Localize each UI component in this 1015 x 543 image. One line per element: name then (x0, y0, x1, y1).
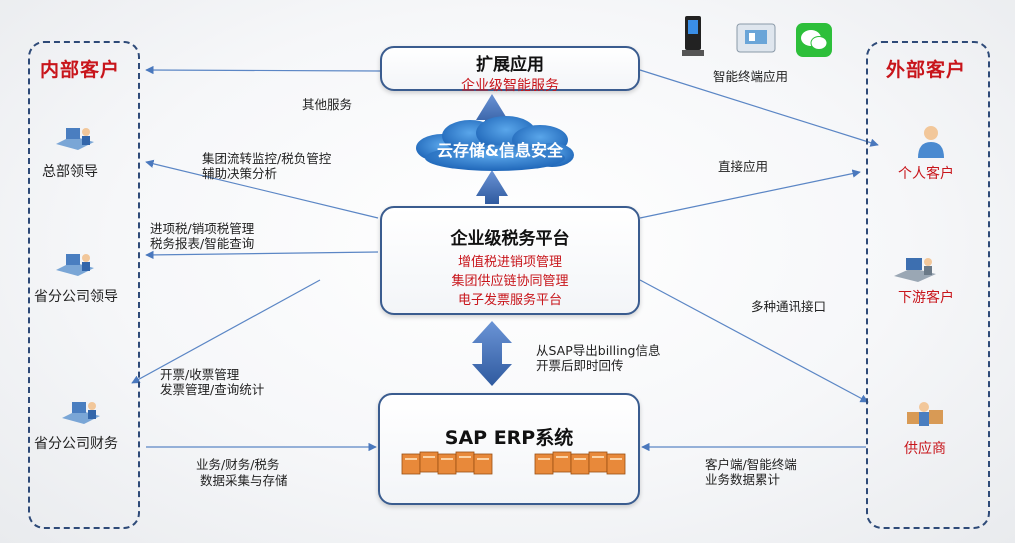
label-sap-line-1: 从SAP导出billing信息 (536, 343, 661, 358)
tax-platform-line-1: 增值税进销项管理 (457, 255, 562, 270)
internal-customers-group (28, 41, 140, 529)
edge-extension-to-personal (639, 69, 879, 147)
server-rack-icon (401, 451, 493, 475)
edge-platform-to-hq (145, 159, 379, 219)
label-multi-interface: 多种通讯接口 (751, 299, 827, 314)
server-rack-icon (534, 451, 626, 475)
label-smart-terminal: 智能终端应用 (713, 69, 789, 84)
person-icon (918, 126, 944, 158)
cloud-storage-label: 云存储&信息安全 (437, 141, 563, 160)
workstation-icon (62, 402, 100, 424)
tax-platform-line-2: 集团供应链协同管理 (451, 274, 569, 289)
edge-platform-to-supplier (639, 279, 869, 403)
supplier-icon (907, 402, 943, 426)
label-direct-app: 直接应用 (718, 159, 769, 174)
tax-platform-line-3: 电子发票服务平台 (457, 293, 562, 308)
label-client-line-1: 客户端/智能终端 (705, 457, 797, 472)
sap-erp-node: SAP ERP系统 (378, 393, 640, 505)
internal-actor-province-finance: 省分公司财务 (34, 436, 118, 452)
tax-platform-title: 企业级税务平台 (450, 229, 570, 249)
workstation-icon (894, 258, 936, 282)
wechat-icon (796, 23, 832, 57)
label-hq-line-2: 辅助决策分析 (202, 166, 278, 181)
workstation-icon (56, 254, 94, 276)
label-finance-line-1: 开票/收票管理 (160, 367, 240, 382)
arrow-platform-erp-bidirectional (472, 321, 512, 386)
card-reader-icon (736, 23, 776, 53)
edge-platform-to-personal (639, 169, 861, 219)
edge-platform-to-finance (131, 279, 321, 384)
internal-actor-province-leader: 省分公司领导 (34, 289, 118, 305)
external-actor-supplier: 供应商 (904, 441, 946, 457)
label-other-services: 其他服务 (302, 97, 353, 112)
external-customers-title: 外部客户 (886, 59, 967, 81)
kiosk-icon (682, 16, 704, 56)
edge-platform-to-province (145, 250, 379, 260)
sap-erp-title: SAP ERP系统 (444, 427, 574, 449)
extension-app-subtitle: 企业级智能服务 (461, 78, 559, 94)
label-province-line-1: 进项税/销项税管理 (150, 221, 255, 236)
label-finance-line-2: 发票管理/查询统计 (160, 382, 265, 397)
workstation-icon (56, 128, 94, 150)
edge-extension-to-internal (145, 65, 381, 75)
label-hq-line-1: 集团流转监控/税负管控 (202, 151, 332, 166)
tax-platform-node: 企业级税务平台 增值税进销项管理 集团供应链协同管理 电子发票服务平台 (380, 206, 640, 315)
extension-app-node: 扩展应用 企业级智能服务 (380, 46, 640, 94)
external-customers-group (866, 41, 990, 529)
external-actor-personal: 个人客户 (898, 166, 954, 182)
arrow-platform-to-cloud (476, 170, 508, 204)
cloud-shape (416, 116, 574, 171)
extension-app-title: 扩展应用 (476, 55, 544, 75)
label-business-line-2: 数据采集与存储 (200, 473, 288, 488)
label-client-line-2: 业务数据累计 (705, 472, 781, 487)
external-actor-downstream: 下游客户 (898, 290, 954, 306)
internal-customers-title: 内部客户 (40, 59, 121, 81)
label-province-line-2: 税务报表/智能查询 (150, 236, 255, 251)
label-business-line-1: 业务/财务/税务 (196, 457, 280, 472)
internal-actor-hq-leader: 总部领导 (42, 164, 98, 180)
label-sap-line-2: 开票后即时回传 (536, 358, 624, 373)
